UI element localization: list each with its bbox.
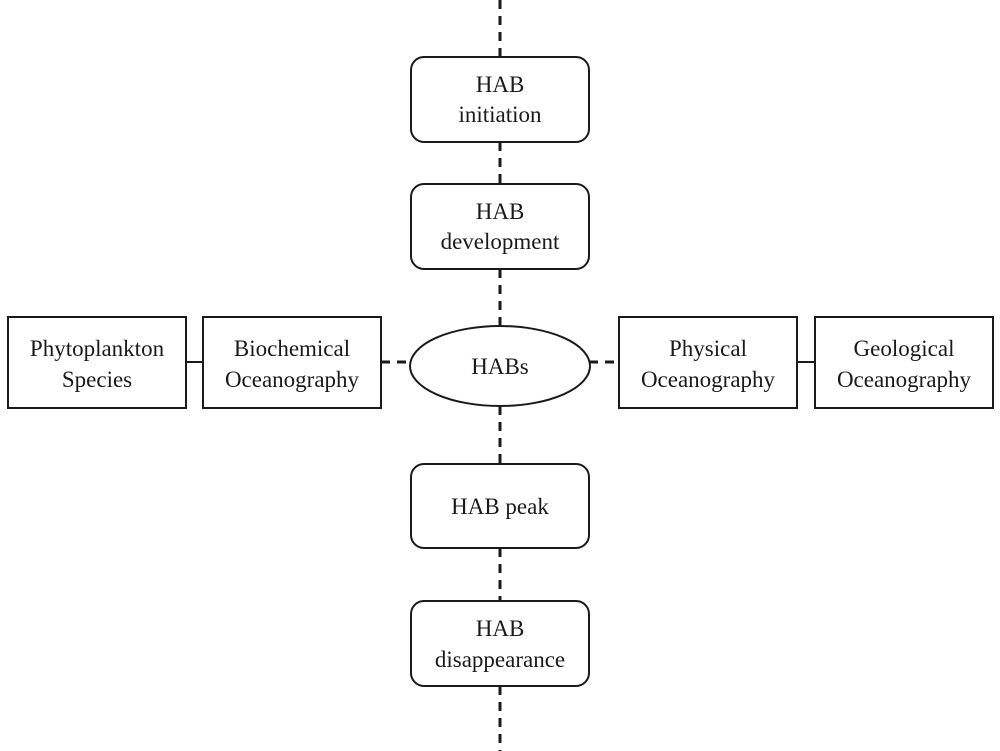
habs-center-label: HABs [471, 354, 529, 379]
factor-phytoplankton-species: Phytoplankton Species [7, 316, 187, 409]
factor-biochemical-oceanography-line-1: Biochemical [234, 336, 350, 361]
factor-physical-oceanography-line-2: Oceanography [641, 367, 776, 392]
stage-development: HAB development [410, 183, 590, 270]
factor-geological-oceanography-line-2: Oceanography [837, 367, 972, 392]
stage-initiation: HAB initiation [410, 56, 590, 143]
factor-geological-oceanography-line-1: Geological [854, 336, 955, 361]
stage-disappearance-line-1: HAB [476, 616, 525, 641]
stage-peak-label: HAB peak [451, 494, 549, 519]
stage-initiation-line-1: HAB [476, 72, 525, 97]
factor-geological-oceanography: Geological Oceanography [814, 316, 994, 409]
factor-physical-oceanography-line-1: Physical [669, 336, 747, 361]
factor-physical-oceanography: Physical Oceanography [618, 316, 798, 409]
stage-development-line-2: development [441, 229, 560, 254]
stage-initiation-line-2: initiation [458, 102, 542, 127]
stage-disappearance: HAB disappearance [410, 600, 590, 687]
factor-biochemical-oceanography-line-2: Oceanography [225, 367, 360, 392]
factor-phytoplankton-species-line-1: Phytoplankton [30, 336, 165, 361]
factor-phytoplankton-species-line-2: Species [62, 367, 132, 392]
stage-development-line-1: HAB [476, 199, 525, 224]
habs-center: HABs [409, 325, 591, 407]
factor-biochemical-oceanography: Biochemical Oceanography [202, 316, 382, 409]
stage-peak: HAB peak [410, 463, 590, 549]
stage-disappearance-line-2: disappearance [435, 647, 565, 672]
